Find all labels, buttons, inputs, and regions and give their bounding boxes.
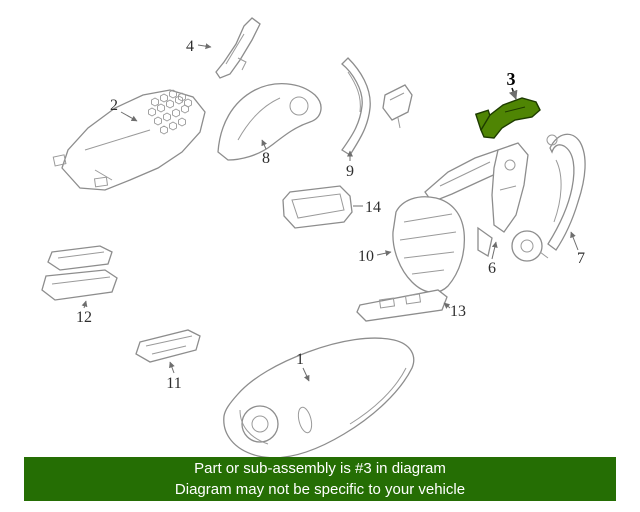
leader-lines [81,43,579,382]
part-14-drawing [282,185,353,229]
part-12-drawing [41,245,118,301]
part-10-drawing [392,196,466,293]
label-7: 7 [577,250,585,267]
notice-line-2: Diagram may not be specific to your vehi… [174,481,466,498]
label-12: 12 [76,309,92,326]
notice-line-1: Part or sub-assembly is #3 in diagram [194,460,446,477]
label-14: 14 [365,199,381,216]
part-2-drawing [52,89,206,191]
number-labels: 1 2 3 4 6 7 8 9 10 11 12 13 14 [76,38,585,392]
part-4-drawing [215,17,261,79]
part-13-drawing [356,289,448,322]
label-9: 9 [346,163,354,180]
label-2: 2 [110,97,118,114]
label-10: 10 [358,248,374,265]
part-1-drawing [223,337,415,459]
part-9-drawing [341,57,371,156]
part-8-drawing [217,83,322,161]
label-11: 11 [166,375,181,392]
label-1: 1 [296,351,304,368]
notice-banner: Part or sub-assembly is #3 in diagram Di… [24,457,616,501]
part-11-drawing [135,329,201,363]
label-13: 13 [450,303,466,320]
label-8: 8 [262,150,270,167]
part-3-highlighted [474,97,541,139]
label-6: 6 [488,260,496,277]
label-3: 3 [507,69,516,89]
part-6-drawing [424,142,549,262]
part-7-drawing [546,133,586,251]
label-4: 4 [186,38,194,55]
small-bracket-drawing [382,84,413,129]
